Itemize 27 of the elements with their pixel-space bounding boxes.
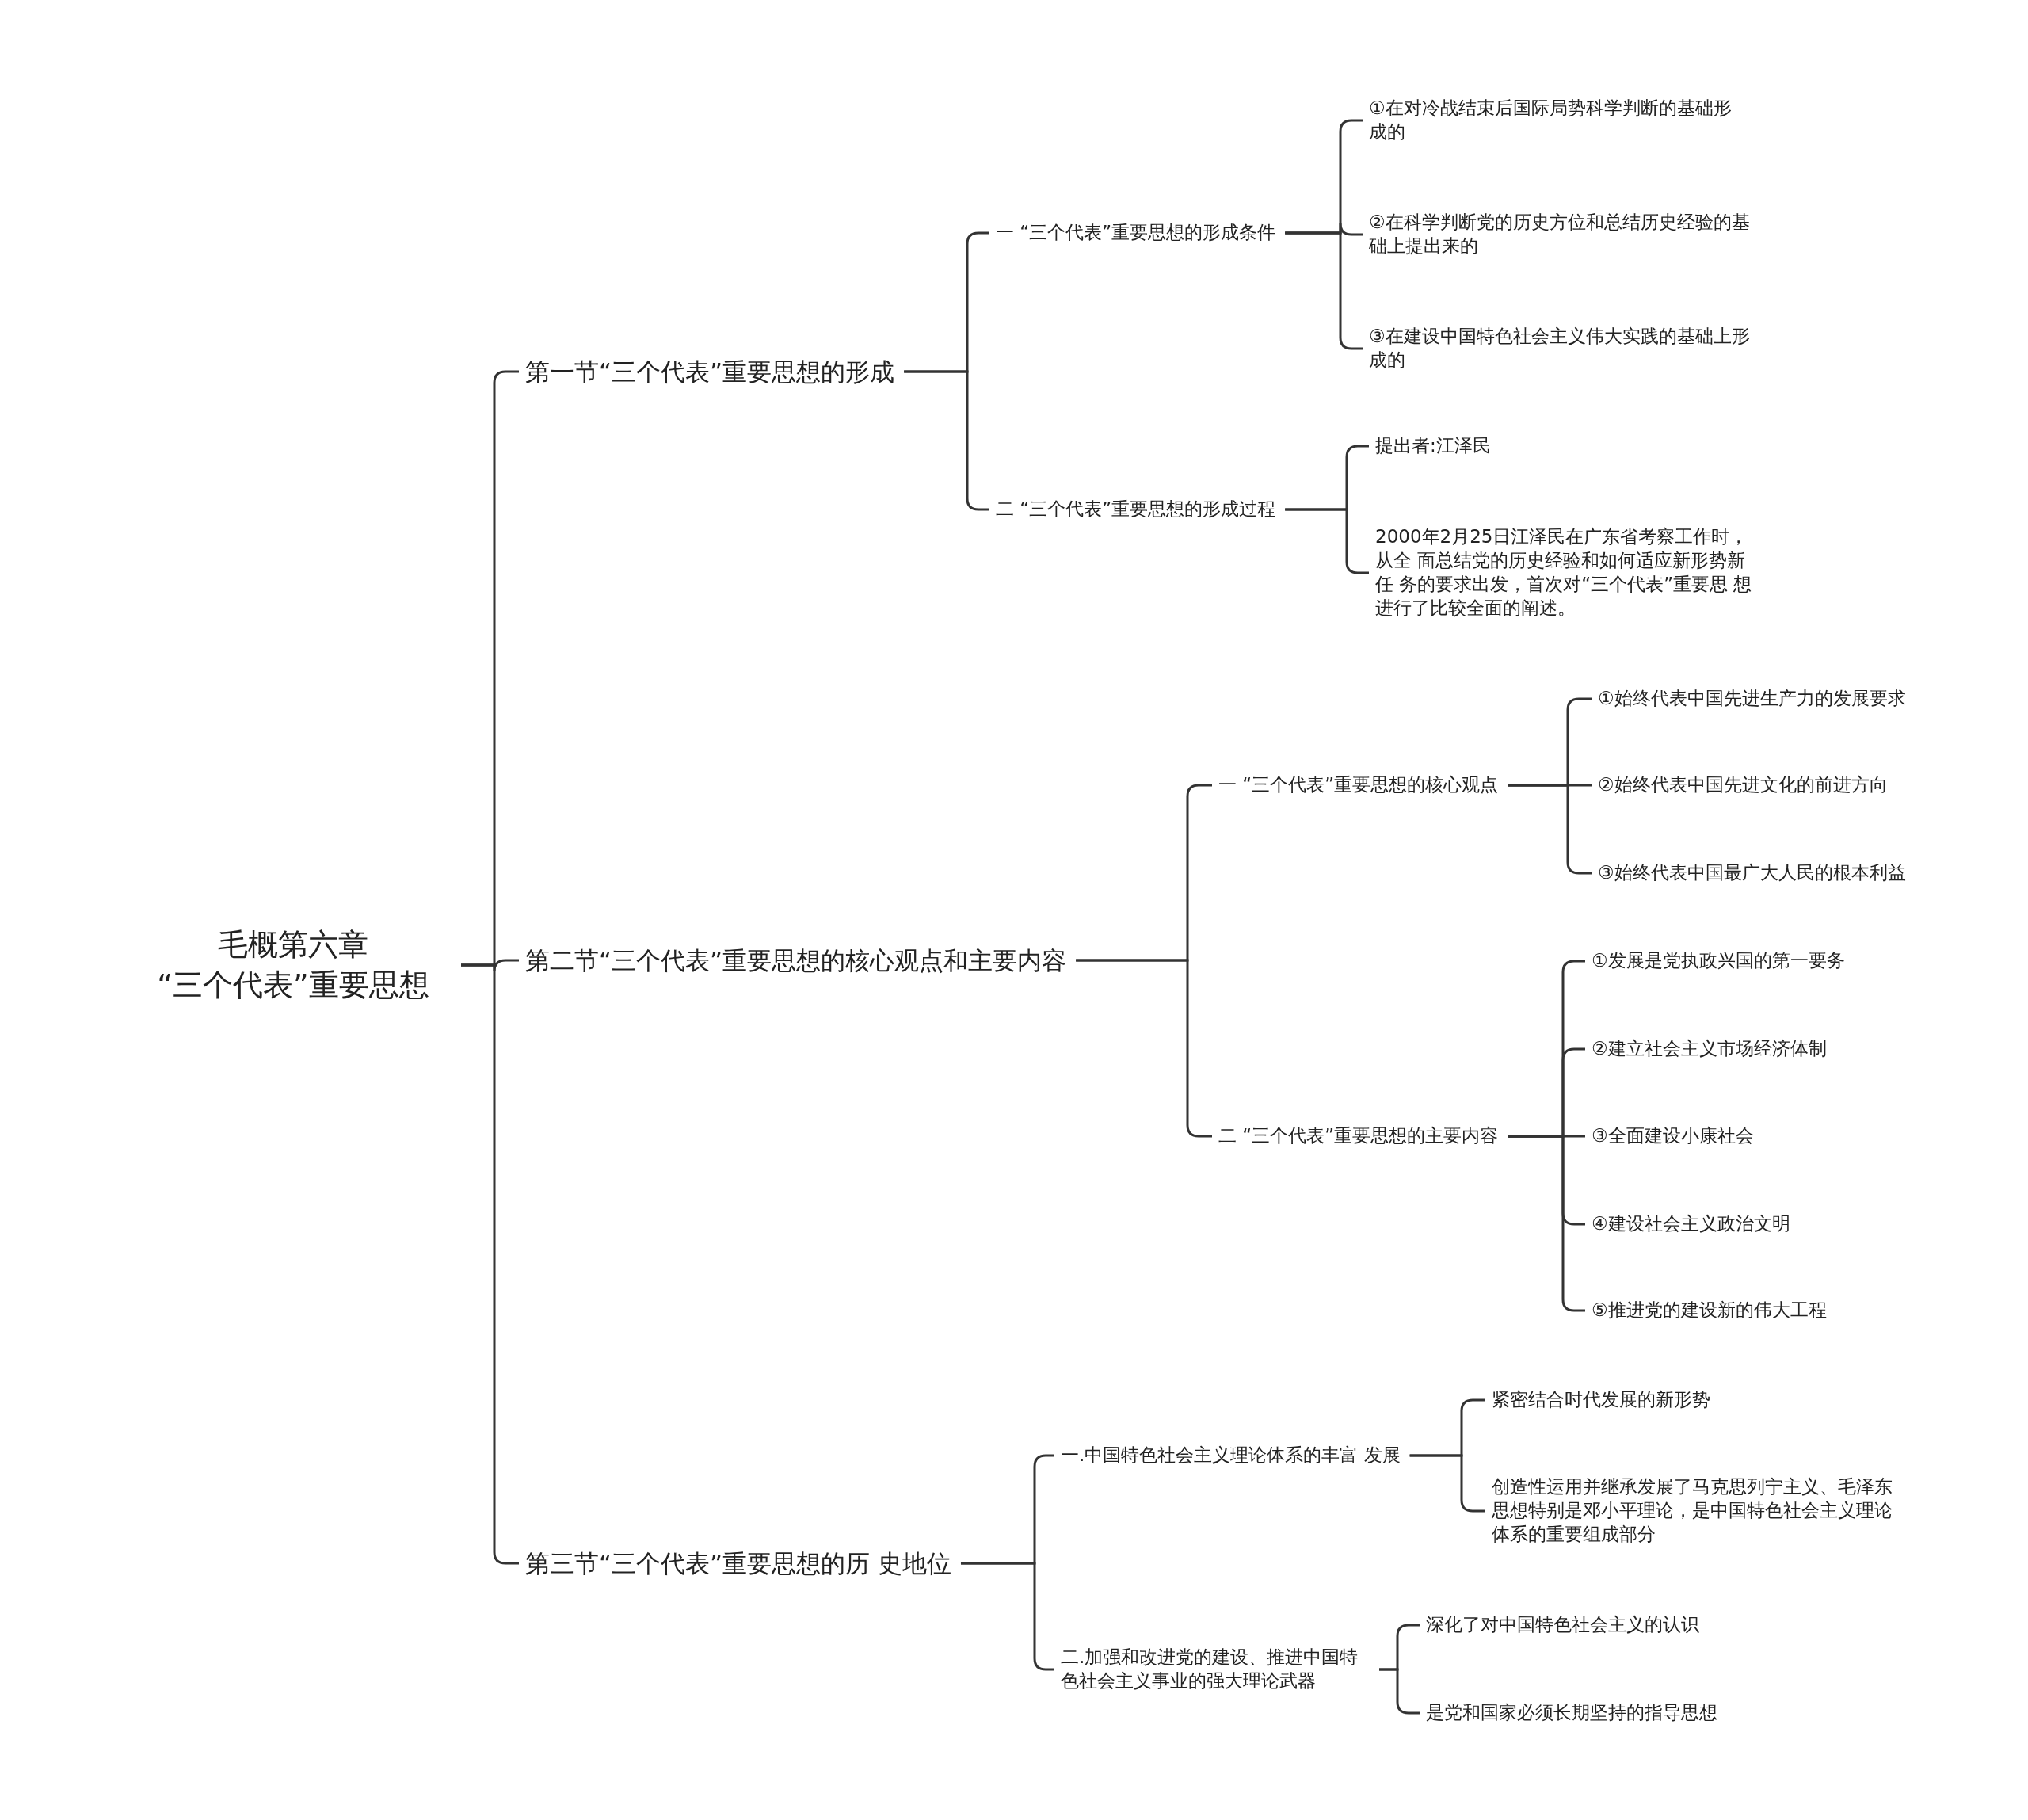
branch-text: ⑤推进党的建设新的伟大工程: [1592, 1299, 1827, 1322]
section-heading: 第三节“三个代表”重要思想的历 史地位: [525, 1547, 951, 1580]
branch-text: 提出者:江泽民: [1375, 434, 1491, 458]
branch-text: ④建设社会主义政治文明: [1592, 1212, 1790, 1236]
branch-text: ①在对冷战结束后国际局势科学判断的基础形成的: [1369, 97, 1737, 144]
branch-heading: 二.加强和改进党的建设、推进中国特色社会主义事业的强大理论武器: [1061, 1646, 1370, 1693]
branch-text: ②始终代表中国先进文化的前进方向: [1598, 773, 1888, 797]
branch-heading: 二 “三个代表”重要思想的主要内容: [1218, 1124, 1499, 1148]
central-topic: 毛概第六章“三个代表”重要思想: [135, 924, 452, 1006]
branch-text: ③始终代表中国最广大人民的根本利益: [1598, 861, 1906, 885]
branch-heading: 一.中国特色社会主义理论体系的丰富 发展: [1061, 1444, 1401, 1467]
branch-text: ①始终代表中国先进生产力的发展要求: [1598, 687, 1906, 711]
branch-text: 深化了对中国特色社会主义的认识: [1426, 1613, 1699, 1637]
branch-heading: 二 “三个代表”重要思想的形成过程: [996, 498, 1276, 521]
branch-text: ③在建设中国特色社会主义伟大实践的基础上形成的: [1369, 325, 1757, 372]
branch-heading: 一 “三个代表”重要思想的形成条件: [996, 221, 1276, 245]
branch-heading: 一 “三个代表”重要思想的核心观点: [1218, 773, 1499, 797]
branch-text: 是党和国家必须长期坚持的指导思想: [1426, 1701, 1717, 1725]
branch-text: ②在科学判断党的历史方位和总结历史经验的基础上提出来的: [1369, 211, 1757, 258]
section-heading: 第一节“三个代表”重要思想的形成: [525, 355, 895, 388]
branch-text: 创造性运用并继承发展了马克思列宁主义、毛泽东思想特别是邓小平理论，是中国特色社会主义理论体系的重要组成部分: [1492, 1475, 1896, 1547]
branch-text: 紧密结合时代发展的新形势: [1492, 1388, 1710, 1412]
section-heading: 第二节“三个代表”重要思想的核心观点和主要内容: [525, 944, 1067, 977]
branch-text: 2000年2月25日江泽民在广东省考察工作时，从全 面总结党的历史经验和如何适应新形势新任 务的要求出发，首次对“三个代表”重要思 想进行了比较全面的阐述。: [1375, 525, 1763, 620]
branch-text: ②建立社会主义市场经济体制: [1592, 1037, 1827, 1061]
branch-text: ①发展是党执政兴国的第一要务: [1592, 949, 1845, 973]
branch-text: ③全面建设小康社会: [1592, 1124, 1754, 1148]
